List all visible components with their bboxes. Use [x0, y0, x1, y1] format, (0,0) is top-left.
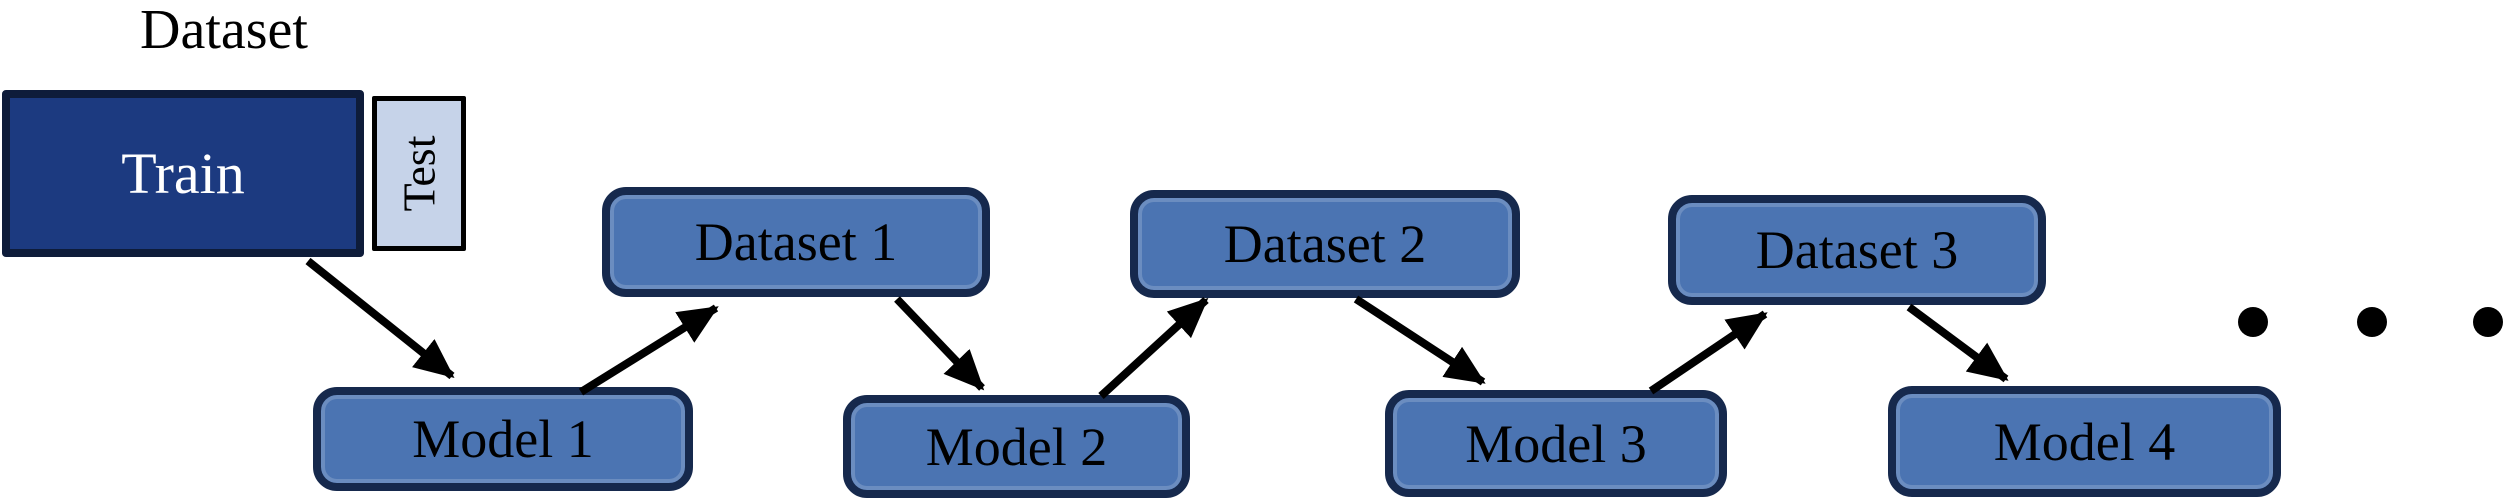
dataset-3-label: Dataset 3 — [1755, 220, 1959, 280]
dataset-2-label: Dataset 2 — [1223, 214, 1427, 274]
model-1-box: Model 1 — [313, 387, 693, 491]
dataset-1-box: Dataset 1 — [602, 187, 990, 297]
arrow-dataset-2-to-model-3 — [1353, 295, 1486, 386]
train-box: Train — [2, 90, 364, 257]
arrow-dataset-3-to-model-4 — [1906, 303, 2009, 383]
arrow-dataset-1-to-model-2 — [894, 296, 985, 391]
arrow-train-to-model-1 — [305, 257, 455, 380]
ellipsis-dot — [2473, 307, 2503, 337]
model-3-box: Model 3 — [1385, 390, 1727, 497]
train-label: Train — [121, 141, 245, 206]
dataset-3-box: Dataset 3 — [1668, 195, 2046, 305]
model-2-box: Model 2 — [843, 395, 1190, 498]
arrow-model-1-to-dataset-1 — [578, 304, 719, 396]
test-box: Test — [372, 96, 466, 251]
arrow-model-3-to-dataset-3 — [1648, 310, 1768, 395]
model-4-label: Model 4 — [1993, 411, 2176, 472]
ellipsis-dots — [2238, 307, 2503, 337]
arrow-model-2-to-dataset-2 — [1098, 297, 1209, 399]
dataset-split-title: Dataset — [140, 0, 308, 61]
ellipsis-dot — [2238, 307, 2268, 337]
ellipsis-dot — [2357, 307, 2387, 337]
model-1-label: Model 1 — [412, 409, 594, 469]
dataset-2-box: Dataset 2 — [1130, 190, 1520, 298]
model-2-label: Model 2 — [925, 416, 1108, 477]
model-4-box: Model 4 — [1888, 386, 2281, 497]
dataset-1-label: Dataset 1 — [694, 212, 898, 272]
test-label: Test — [393, 135, 445, 212]
model-3-label: Model 3 — [1465, 413, 1647, 474]
